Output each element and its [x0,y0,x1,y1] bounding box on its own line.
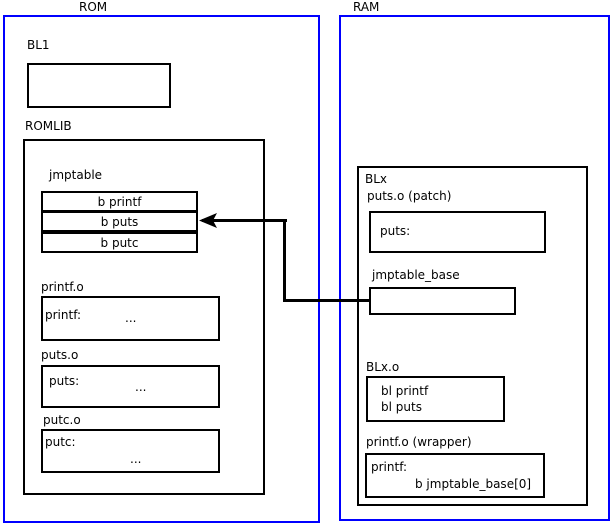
romlib-label: ROMLIB [25,119,72,133]
connector-segment-top [202,219,287,222]
jmptable-entry-0[interactable]: b printf [41,191,198,212]
putc-o-box: putc: ... [41,429,220,473]
bl1-box [27,63,171,108]
jmptable-entry-2[interactable]: b putc [41,232,198,253]
blx-label: BLx [365,172,388,186]
ram-region-label: RAM [353,0,380,14]
puts-patch-box: puts: [369,211,546,253]
putc-o-ellipsis: ... [130,452,142,466]
blx-o-line2: bl puts [381,400,422,414]
blx-o-label: BLx.o [366,360,400,374]
printf-wrapper-label: printf.o (wrapper) [366,435,472,449]
jmptable-base-box [369,287,516,315]
jmptable-entry-2-text: b putc [100,235,139,250]
jmptable-entry-1-text: b puts [100,214,139,229]
printf-wrapper-instruction: b jmptable_base[0] [415,477,532,491]
jmptable-entry-1[interactable]: b puts [41,211,198,232]
puts-o-box: puts: ... [41,365,220,408]
printf-o-label: printf.o [41,280,84,294]
ram-region [339,15,610,521]
connector-segment-bottom [283,299,371,302]
printf-wrapper-box: printf: b jmptable_base[0] [365,453,545,498]
printf-o-symbol: printf: [45,308,82,322]
printf-wrapper-symbol: printf: [371,460,408,474]
blx-o-box: bl printf bl puts [366,376,505,422]
bl1-label: BL1 [27,38,50,52]
jmptable-entry-0-text: b printf [97,194,142,209]
puts-patch-label: puts.o (patch) [367,189,452,203]
puts-o-label: puts.o [41,348,79,362]
jmptable-label: jmptable [49,168,103,182]
putc-o-label: putc.o [43,413,81,427]
blx-o-line1: bl printf [381,384,429,398]
puts-o-ellipsis: ... [135,380,147,394]
rom-region-label: ROM [79,0,108,14]
rom-region [3,15,320,523]
connector-segment-vertical [283,219,286,302]
connector-arrowhead-icon [199,213,217,228]
printf-o-box: printf: ... [41,296,220,341]
jmptable-base-label: jmptable_base [372,268,460,282]
printf-o-ellipsis: ... [125,311,137,325]
puts-o-symbol: puts: [49,374,80,388]
puts-patch-symbol: puts: [380,224,411,238]
putc-o-symbol: putc: [45,435,76,449]
